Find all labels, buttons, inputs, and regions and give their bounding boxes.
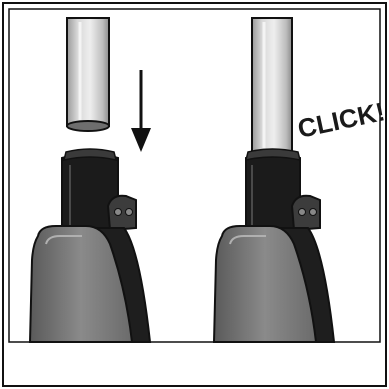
main-body-right: [212, 225, 318, 343]
socket-empty: [61, 148, 119, 241]
before-panel: [28, 17, 152, 343]
down-arrow-icon: [131, 70, 151, 152]
release-latch: [106, 194, 137, 232]
socket-filled: [244, 148, 302, 241]
main-body: [28, 225, 134, 343]
handle-tube-detached: [66, 17, 110, 132]
handle-tube-inserted: [251, 17, 293, 159]
release-latch-engaged: [290, 194, 321, 232]
